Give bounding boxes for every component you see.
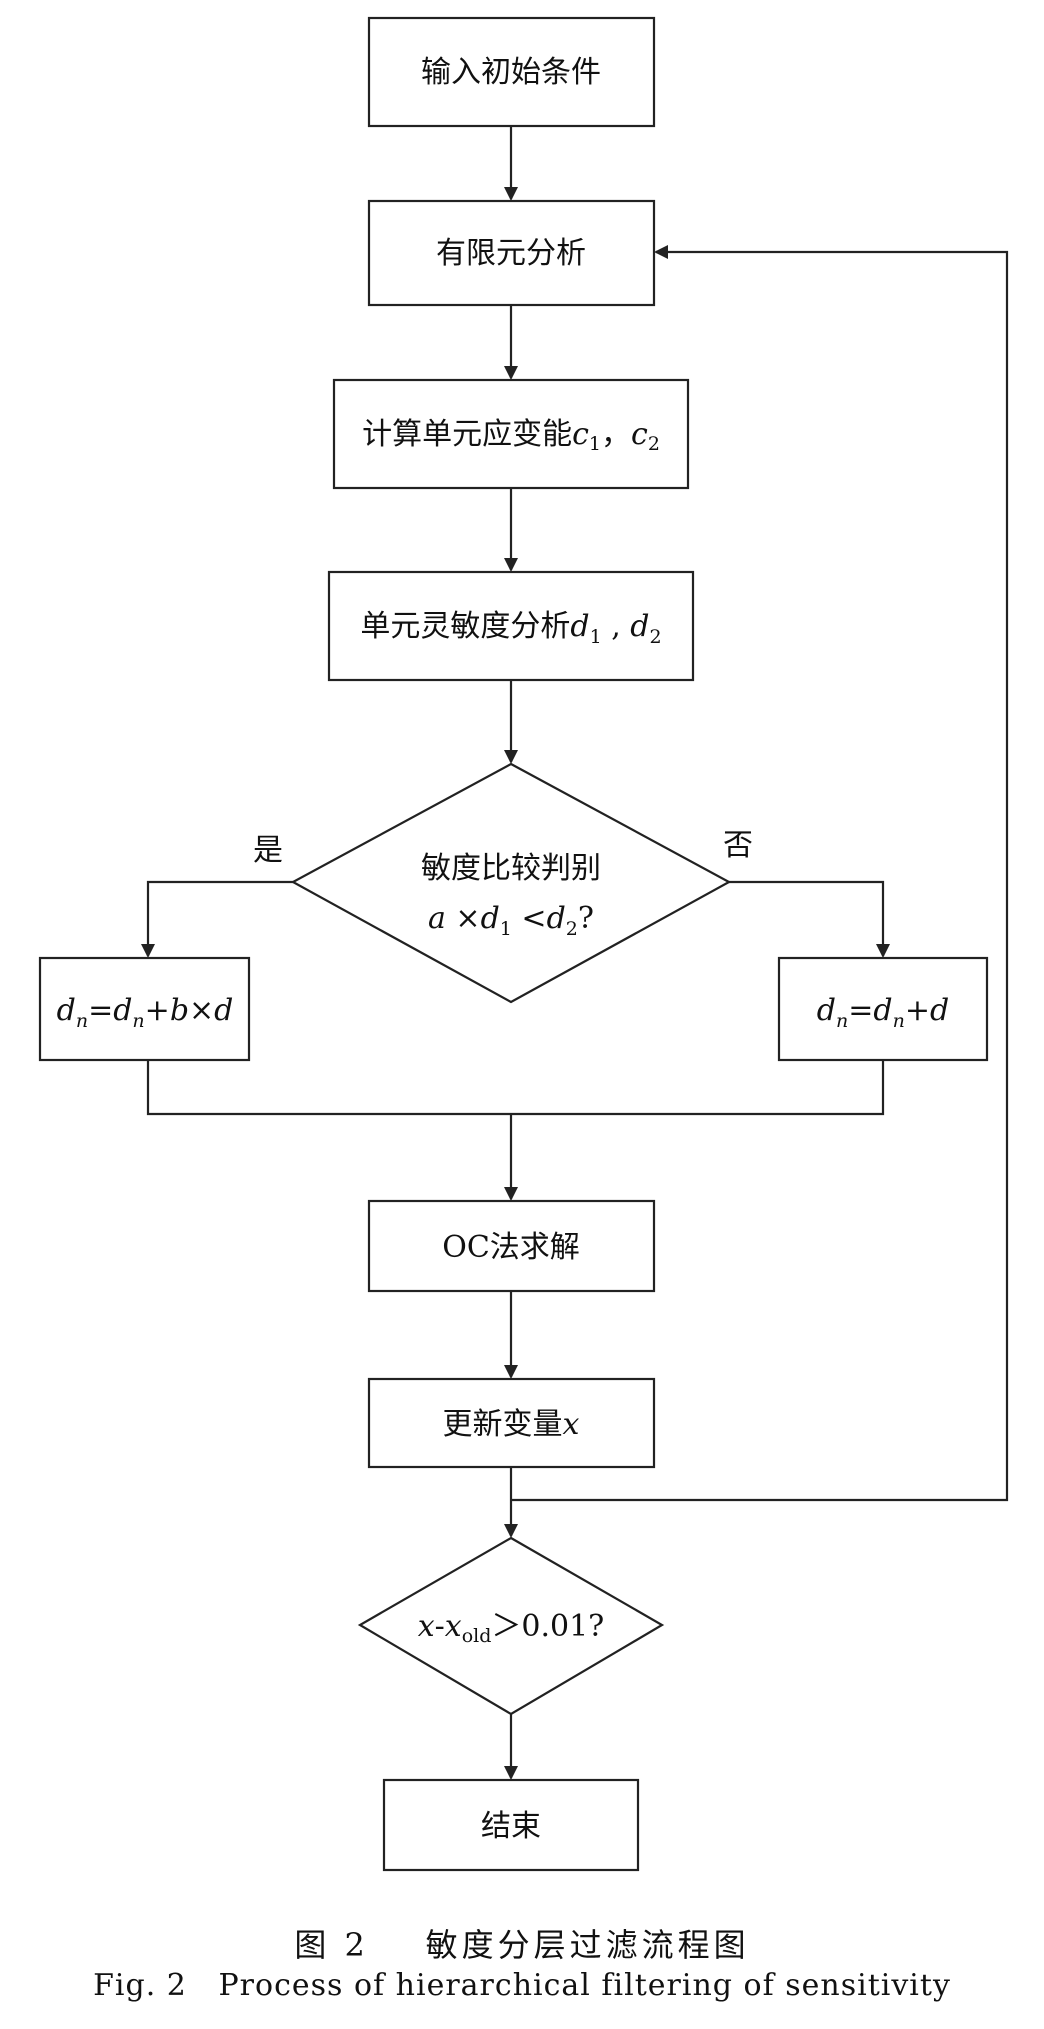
oc-box-label: OC法求解 <box>442 1230 580 1265</box>
feedback-loop-arrow <box>511 245 1009 1502</box>
end-box <box>382 1778 640 1872</box>
strain-energy-box <box>332 378 690 490</box>
no-label: 否 <box>723 828 753 863</box>
update-box-label: 更新变量x <box>443 1407 580 1442</box>
compare-decision-line2: a ×d1 <d2? <box>428 901 594 940</box>
no-box <box>777 956 989 1062</box>
convergence-decision-label: x-xold＞0.01? <box>418 1609 605 1647</box>
merge-line <box>146 1060 885 1116</box>
caption-cn-title: 敏度分层过滤流程图 <box>425 1926 750 1964</box>
sensitivity-label: 单元灵敏度分析d1 , d2 <box>360 609 661 648</box>
start-box-label: 输入初始条件 <box>421 55 601 90</box>
compare-decision-line1: 敏度比较判别 <box>421 851 601 886</box>
caption-english: Fig. 2 Process of hierarchical filtering… <box>0 1968 1044 2003</box>
no-box-formula: dn=dn+d <box>817 993 949 1032</box>
end-box-label: 结束 <box>481 1809 541 1844</box>
caption-en-label: Fig. 2 <box>93 1968 187 2003</box>
yes-label: 是 <box>253 833 283 868</box>
yes-box <box>38 956 251 1062</box>
strain-energy-label: 计算单元应变能c1，c2 <box>362 417 660 455</box>
compare-decision <box>290 762 732 1004</box>
caption-en-title: Process of hierarchical filtering of sen… <box>218 1968 951 2003</box>
caption-cn-label: 图 2 <box>294 1926 369 1964</box>
start-box <box>367 16 656 128</box>
yes-box-formula: dn=dn+b×d <box>57 993 234 1032</box>
arrow-no-branch <box>729 880 890 958</box>
caption-chinese: 图 2 敏度分层过滤流程图 <box>0 1920 1044 1966</box>
fea-box-label: 有限元分析 <box>436 236 586 271</box>
oc-box <box>367 1199 656 1293</box>
arrow-yes-branch <box>141 880 293 958</box>
fea-box <box>367 199 656 307</box>
flowchart: 输入初始条件 有限元分析 计算单元应变能c1，c2 单元灵敏度分析d1 , d2… <box>38 16 1009 1872</box>
